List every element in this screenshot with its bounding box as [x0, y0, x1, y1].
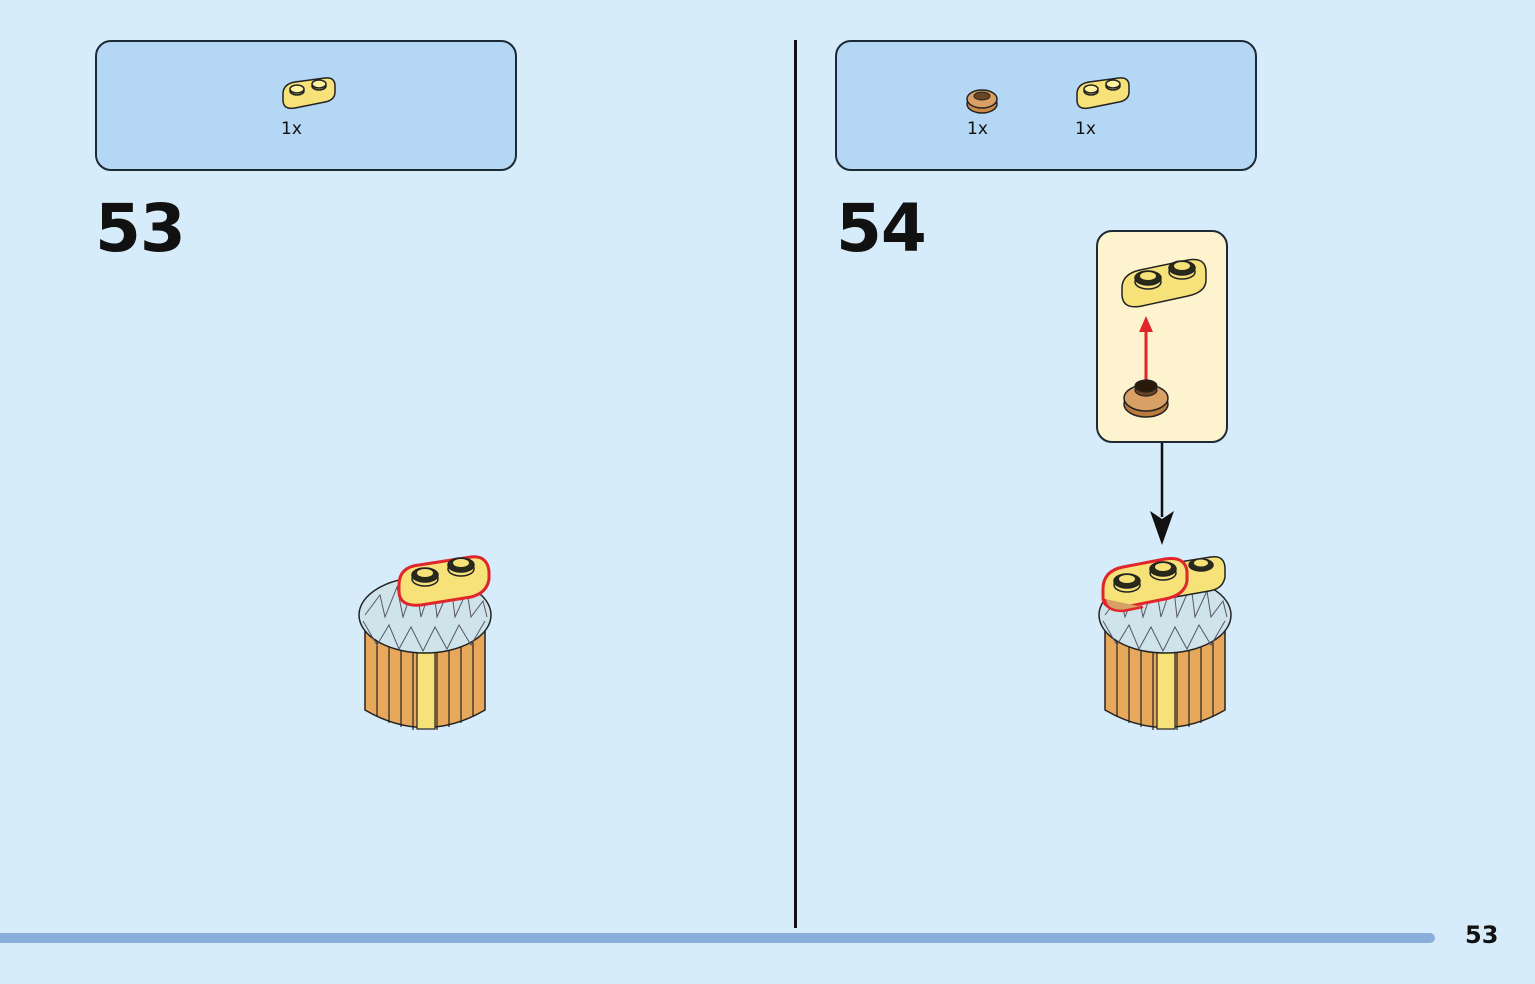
progress-bar — [0, 933, 1435, 943]
yellow-plate-part-icon — [1076, 77, 1130, 110]
red-assembly-arrow-icon — [1139, 316, 1153, 384]
step-54-model-illustration — [1098, 556, 1232, 730]
page-number: 53 — [1465, 921, 1499, 949]
step-number-54: 54 — [836, 190, 927, 267]
part-quantity: 1x — [281, 119, 302, 139]
parts-list-box-step-53: 1x — [95, 40, 517, 171]
part-quantity: 1x — [1075, 119, 1096, 139]
part-quantity: 1x — [967, 119, 988, 139]
tan-round-plate-part-icon — [966, 89, 998, 114]
step-number-53: 53 — [95, 190, 186, 267]
tan-round-plate-icon — [1123, 379, 1169, 418]
yellow-plate-part-icon — [282, 77, 336, 110]
step-53-model-illustration — [358, 555, 492, 730]
parts-list-box-step-54: 1x 1x — [835, 40, 1257, 171]
page-divider — [794, 40, 797, 928]
down-arrow-icon — [1150, 443, 1174, 545]
subassembly-callout — [1096, 230, 1228, 443]
yellow-plate-subassembly-icon — [1121, 258, 1207, 308]
